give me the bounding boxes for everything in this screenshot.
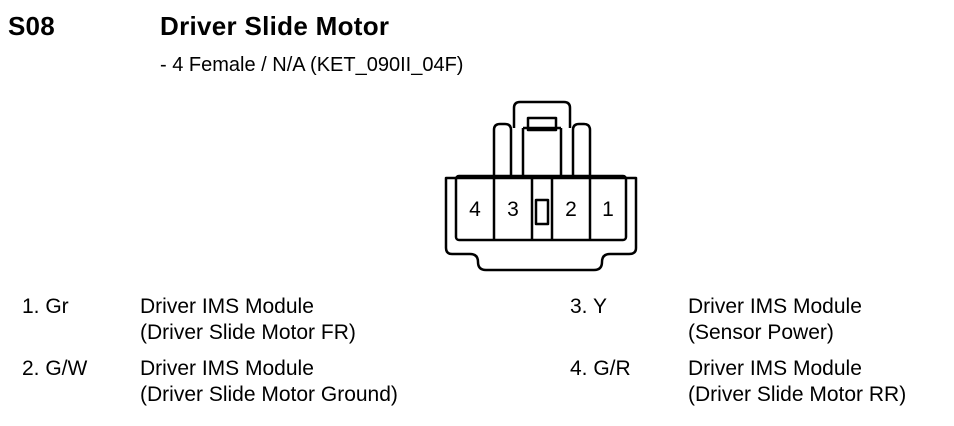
pin-2-line2: (Driver Slide Motor Ground) xyxy=(140,383,398,406)
connector-latch xyxy=(512,100,572,128)
pin-2-number: 2. G/W xyxy=(22,357,88,380)
connector-title: Driver Slide Motor xyxy=(160,11,390,41)
pin-1-destination: Driver IMS Module (Driver Slide Motor FR… xyxy=(140,294,356,346)
pin-label-2: 2 xyxy=(565,198,577,221)
connector-cavity xyxy=(454,174,628,242)
pin-1-number: 1. Gr xyxy=(22,295,69,318)
pin-1-line2: (Driver Slide Motor FR) xyxy=(140,321,356,344)
pin-2-line1: Driver IMS Module xyxy=(140,357,314,380)
connector-key xyxy=(534,198,550,226)
pin-1-line1: Driver IMS Module xyxy=(140,295,314,318)
pin-label-4: 4 xyxy=(469,198,481,221)
connector-left-hook xyxy=(492,122,513,178)
connector-latch-button xyxy=(526,116,558,132)
connector-latch-body xyxy=(521,126,563,178)
pin-3-line1: Driver IMS Module xyxy=(688,295,862,318)
pin-4-number: 4. G/R xyxy=(570,357,631,380)
connector-id: S08 xyxy=(8,11,55,41)
pin-4-destination: Driver IMS Module (Driver Slide Motor RR… xyxy=(688,356,906,408)
pin-label-3: 3 xyxy=(507,198,519,221)
connector-housing xyxy=(444,176,638,272)
pin-4-line2: (Driver Slide Motor RR) xyxy=(688,383,907,406)
connector-right-hook xyxy=(571,122,592,178)
pin-3-line2: (Sensor Power) xyxy=(688,321,834,344)
pin-3-destination: Driver IMS Module (Sensor Power) xyxy=(688,294,862,346)
pin-2-destination: Driver IMS Module (Driver Slide Motor Gr… xyxy=(140,356,398,408)
connector-spec: - 4 Female / N/A (KET_090II_04F) xyxy=(160,54,464,76)
pin-label-1: 1 xyxy=(602,198,614,221)
pin-4-line1: Driver IMS Module xyxy=(688,357,862,380)
pin-3-number: 3. Y xyxy=(570,295,607,318)
